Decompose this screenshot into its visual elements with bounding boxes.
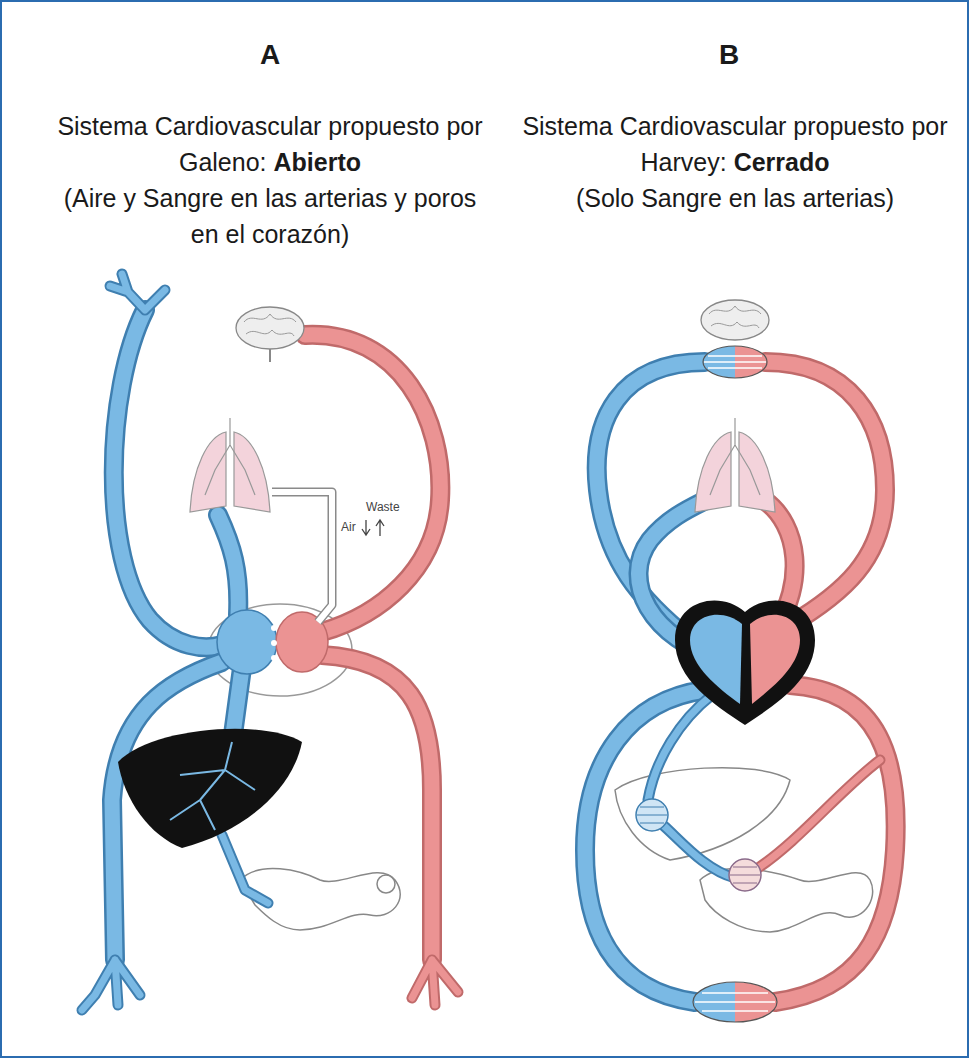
heart-right [217,610,277,674]
emphasis-text: Cerrado [734,148,830,176]
caption-text: B [719,39,739,70]
brainstem [269,349,271,362]
air-tube [272,492,332,622]
capillary-bed [729,859,761,891]
brain-folds [709,306,761,328]
vein [648,695,712,800]
vein [218,515,238,615]
caption-text: Air [341,520,356,534]
artery [412,960,458,1005]
flow-arrow [362,520,370,535]
vein [110,274,165,310]
vein [82,960,140,1010]
artery [322,655,432,960]
flow-arrow [376,520,384,536]
bronchi [710,418,760,495]
vein [222,835,268,903]
text-row: A [35,38,505,72]
lung [695,432,731,512]
capillary-bed [636,799,668,831]
text-row: Waste [366,500,400,514]
artery [758,760,880,868]
text-row: Sistema Cardiovascular propuesto por Gal… [55,108,485,180]
caption-text: Sistema Cardiovascular propuesto por Gal… [57,112,482,176]
artery [412,960,458,1005]
liver-veins [170,742,255,830]
text-row: (Aire y Sangre en las arterias y poros e… [55,180,485,252]
flow-label: Air [341,520,356,534]
emphasis-text: Abierto [274,148,362,176]
lung [190,432,226,512]
artery [758,760,880,868]
septum-pore [271,625,277,631]
caption-text: Waste [366,500,400,514]
text-row: (Solo Sangre en las arterias) [520,180,950,216]
capillaries [695,993,775,1011]
capillaries [704,356,766,368]
liver [615,768,790,860]
liver [118,729,302,848]
vein [82,960,140,1010]
flow-label: Waste [366,500,400,514]
caption-text: (Solo Sangre en las arterias) [576,184,894,212]
heart-left [750,615,800,704]
panel-letter: B [494,38,964,72]
artery [305,335,440,632]
brain [236,307,304,349]
brain-folds [244,314,296,336]
caption-text: A [260,39,280,70]
panel-caption: Sistema Cardiovascular propuesto por Gal… [55,108,485,252]
text-row: Air [341,520,356,534]
intestine [377,875,395,893]
capillary-bed [703,346,767,378]
bronchi [205,418,255,495]
heart-right [690,615,742,704]
vein [664,826,735,878]
text-row: B [494,38,964,72]
vein [648,695,712,800]
vein [218,515,238,615]
artery [322,655,432,960]
brain [701,300,769,340]
heart [675,601,815,725]
vein [664,826,735,878]
panel-caption: Sistema Cardiovascular propuesto por Har… [520,108,950,216]
artery [305,335,440,632]
lung [234,432,270,512]
panel-letter: A [35,38,505,72]
capillary-bed [693,982,777,1022]
lung [739,432,775,512]
text-row: Sistema Cardiovascular propuesto por Har… [520,108,950,180]
capillaries [730,867,760,883]
vein [222,835,268,903]
vein [110,274,165,310]
septum-pore [271,655,277,661]
septum-pore [271,640,277,646]
air-tube [272,492,332,622]
capillaries [637,807,667,823]
caption-text: (Aire y Sangre en las arterias y poros e… [64,184,477,248]
